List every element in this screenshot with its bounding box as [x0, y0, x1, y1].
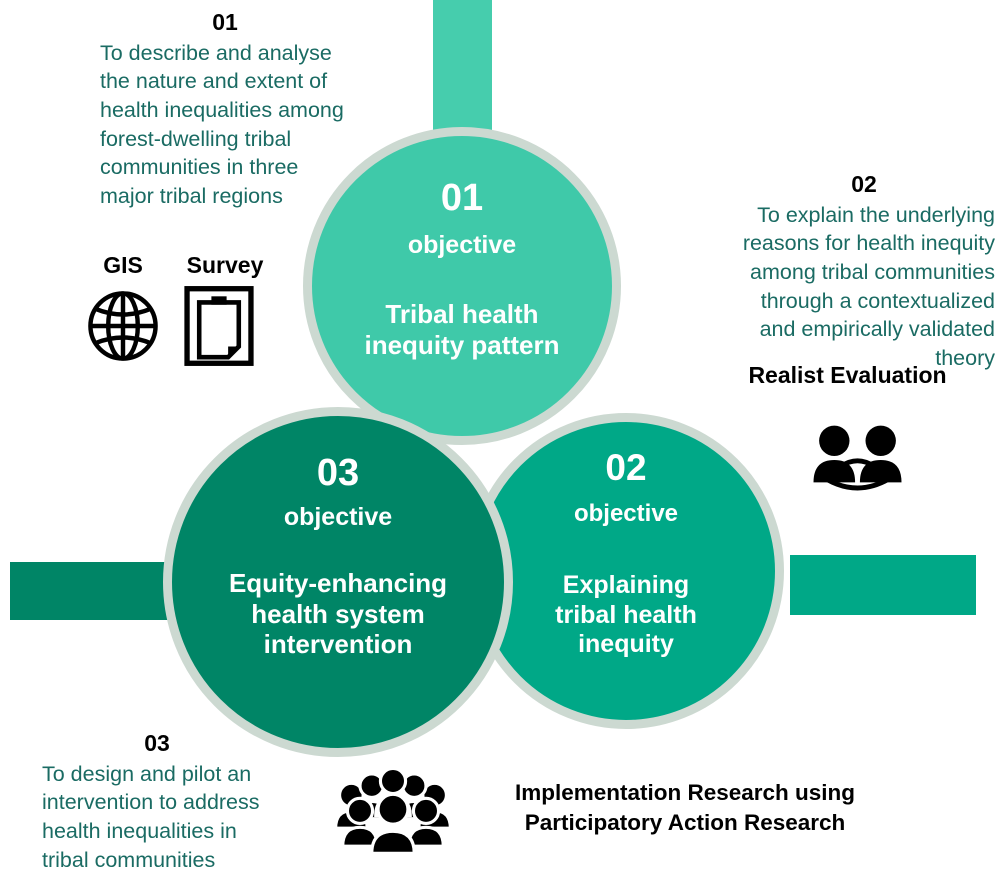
description-01-text: To describe and analyse the nature and e… [100, 40, 344, 208]
method-label-survey: Survey [186, 252, 264, 278]
two-people-icon [805, 420, 910, 500]
circle-02-subtitle: objective [573, 500, 679, 527]
objective-circle-02: 02 objective Explaining tribal health in… [468, 413, 784, 729]
circle-02-body-line: inequity [578, 630, 674, 658]
circle-03-body-line: health system [251, 598, 425, 629]
circle-03-body-line: intervention [263, 629, 413, 660]
circle-01-number: 01 [440, 177, 484, 219]
connector-ribbon-top [433, 0, 492, 150]
description-02-text: To explain the underlying reasons for he… [742, 202, 995, 370]
connector-ribbon-right [790, 555, 976, 615]
circle-03-body: Equity-enhancing health system intervent… [229, 568, 447, 660]
circle-02-number: 02 [605, 447, 647, 488]
method-label-realist-evaluation: Realist Evaluation [748, 362, 947, 388]
circle-03-body-line: Equity-enhancing [228, 568, 448, 598]
description-03-number: 03 [144, 730, 170, 756]
circle-02-body-line: tribal health [555, 600, 697, 629]
circle-01-body-line: inequity pattern [364, 329, 560, 360]
description-02: 02 To explain the underlying reasons for… [733, 170, 995, 372]
method-label-gis: GIS [103, 252, 143, 278]
circle-01-subtitle: objective [407, 231, 517, 259]
crowd-icon [333, 766, 453, 858]
description-03-text: To design and pilot an intervention to a… [42, 761, 260, 872]
circle-01-body-line: Tribal health [385, 299, 539, 329]
method-label-implementation-research: Implementation Research using Participat… [514, 780, 856, 836]
description-02-number: 02 [851, 171, 877, 197]
description-01-number: 01 [212, 9, 238, 35]
description-01: 01 To describe and analyse the nature an… [100, 8, 350, 210]
circle-02-body-line: Explaining [562, 571, 690, 599]
description-03: 03 To design and pilot an intervention t… [42, 729, 272, 874]
clipboard-icon [184, 285, 254, 367]
objective-circle-03: 03 objective Equity-enhancing health sys… [163, 407, 513, 757]
circle-03-subtitle: objective [283, 503, 393, 531]
circle-02-body: Explaining tribal health inequity [555, 571, 697, 660]
objective-circle-01: 01 objective Tribal health inequity patt… [303, 127, 621, 445]
circle-01-body: Tribal health inequity pattern [364, 299, 559, 360]
circle-03-number: 03 [316, 452, 360, 494]
globe-icon [86, 288, 160, 364]
